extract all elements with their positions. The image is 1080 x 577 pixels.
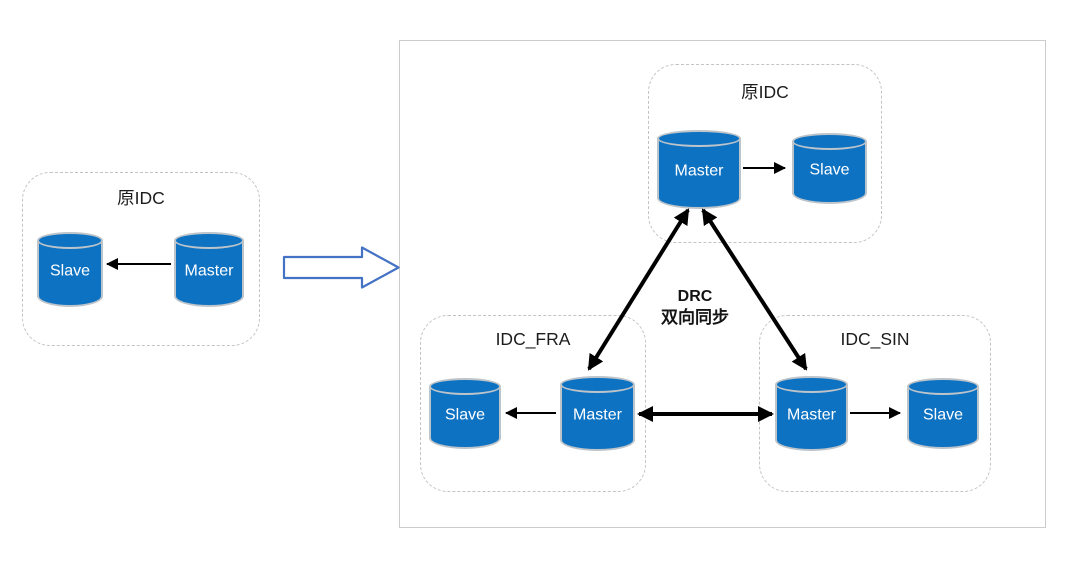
- db-label: Slave: [809, 160, 850, 178]
- db-node-fra-master: Master: [560, 376, 635, 451]
- cylinder-top: [560, 376, 635, 393]
- db-label: Slave: [444, 405, 486, 423]
- db-label: Master: [674, 161, 724, 179]
- cylinder-body: [174, 240, 244, 307]
- cylinder-top: [429, 378, 501, 395]
- cylinder-top: [792, 133, 867, 150]
- transform-block-arrow: [282, 246, 400, 289]
- db-label: Slave: [49, 261, 91, 279]
- group-idc-fra: IDC_FRA Slave Master: [420, 315, 646, 492]
- drc-sync-label: DRC 双向同步: [634, 286, 756, 328]
- cylinder-body: [560, 384, 635, 451]
- cylinder-top: [775, 376, 848, 393]
- group-before-title: 原IDC: [117, 188, 165, 208]
- group-origin-idc: 原IDC Master Slave: [648, 64, 882, 243]
- cylinder-body: [657, 138, 741, 209]
- db-label: Slave: [922, 405, 964, 423]
- cylinder-body: [907, 386, 979, 449]
- cylinder-body: [37, 240, 103, 307]
- db-node-origin-master: Master: [657, 130, 741, 209]
- db-label: Master: [184, 261, 234, 279]
- cylinder-top: [907, 378, 979, 395]
- cylinder-body: [792, 141, 867, 204]
- group-fra-title: IDC_FRA: [495, 329, 571, 349]
- cylinder-top: [174, 232, 244, 249]
- db-node-sin-slave: Slave: [907, 378, 979, 449]
- drc-sync-label-line1: DRC: [677, 288, 713, 305]
- cylinder-body: [775, 384, 848, 451]
- db-node-before-master: Master: [174, 232, 244, 307]
- db-node-origin-slave: Slave: [792, 133, 867, 204]
- group-before-idc: 原IDC Slave Master: [22, 172, 260, 346]
- group-origin-title: 原IDC: [741, 82, 789, 102]
- cylinder-body: [429, 386, 501, 449]
- db-node-sin-master: Master: [775, 376, 848, 451]
- drc-sync-label-line2: 双向同步: [661, 308, 729, 327]
- db-node-before-slave: Slave: [37, 232, 103, 307]
- group-sin-title: IDC_SIN: [840, 329, 910, 349]
- db-node-fra-slave: Slave: [429, 378, 501, 449]
- db-label: Master: [787, 405, 836, 423]
- cylinder-top: [657, 130, 741, 147]
- group-idc-sin: IDC_SIN Master Slave: [759, 315, 991, 492]
- db-label: Master: [573, 405, 622, 423]
- cylinder-top: [37, 232, 103, 249]
